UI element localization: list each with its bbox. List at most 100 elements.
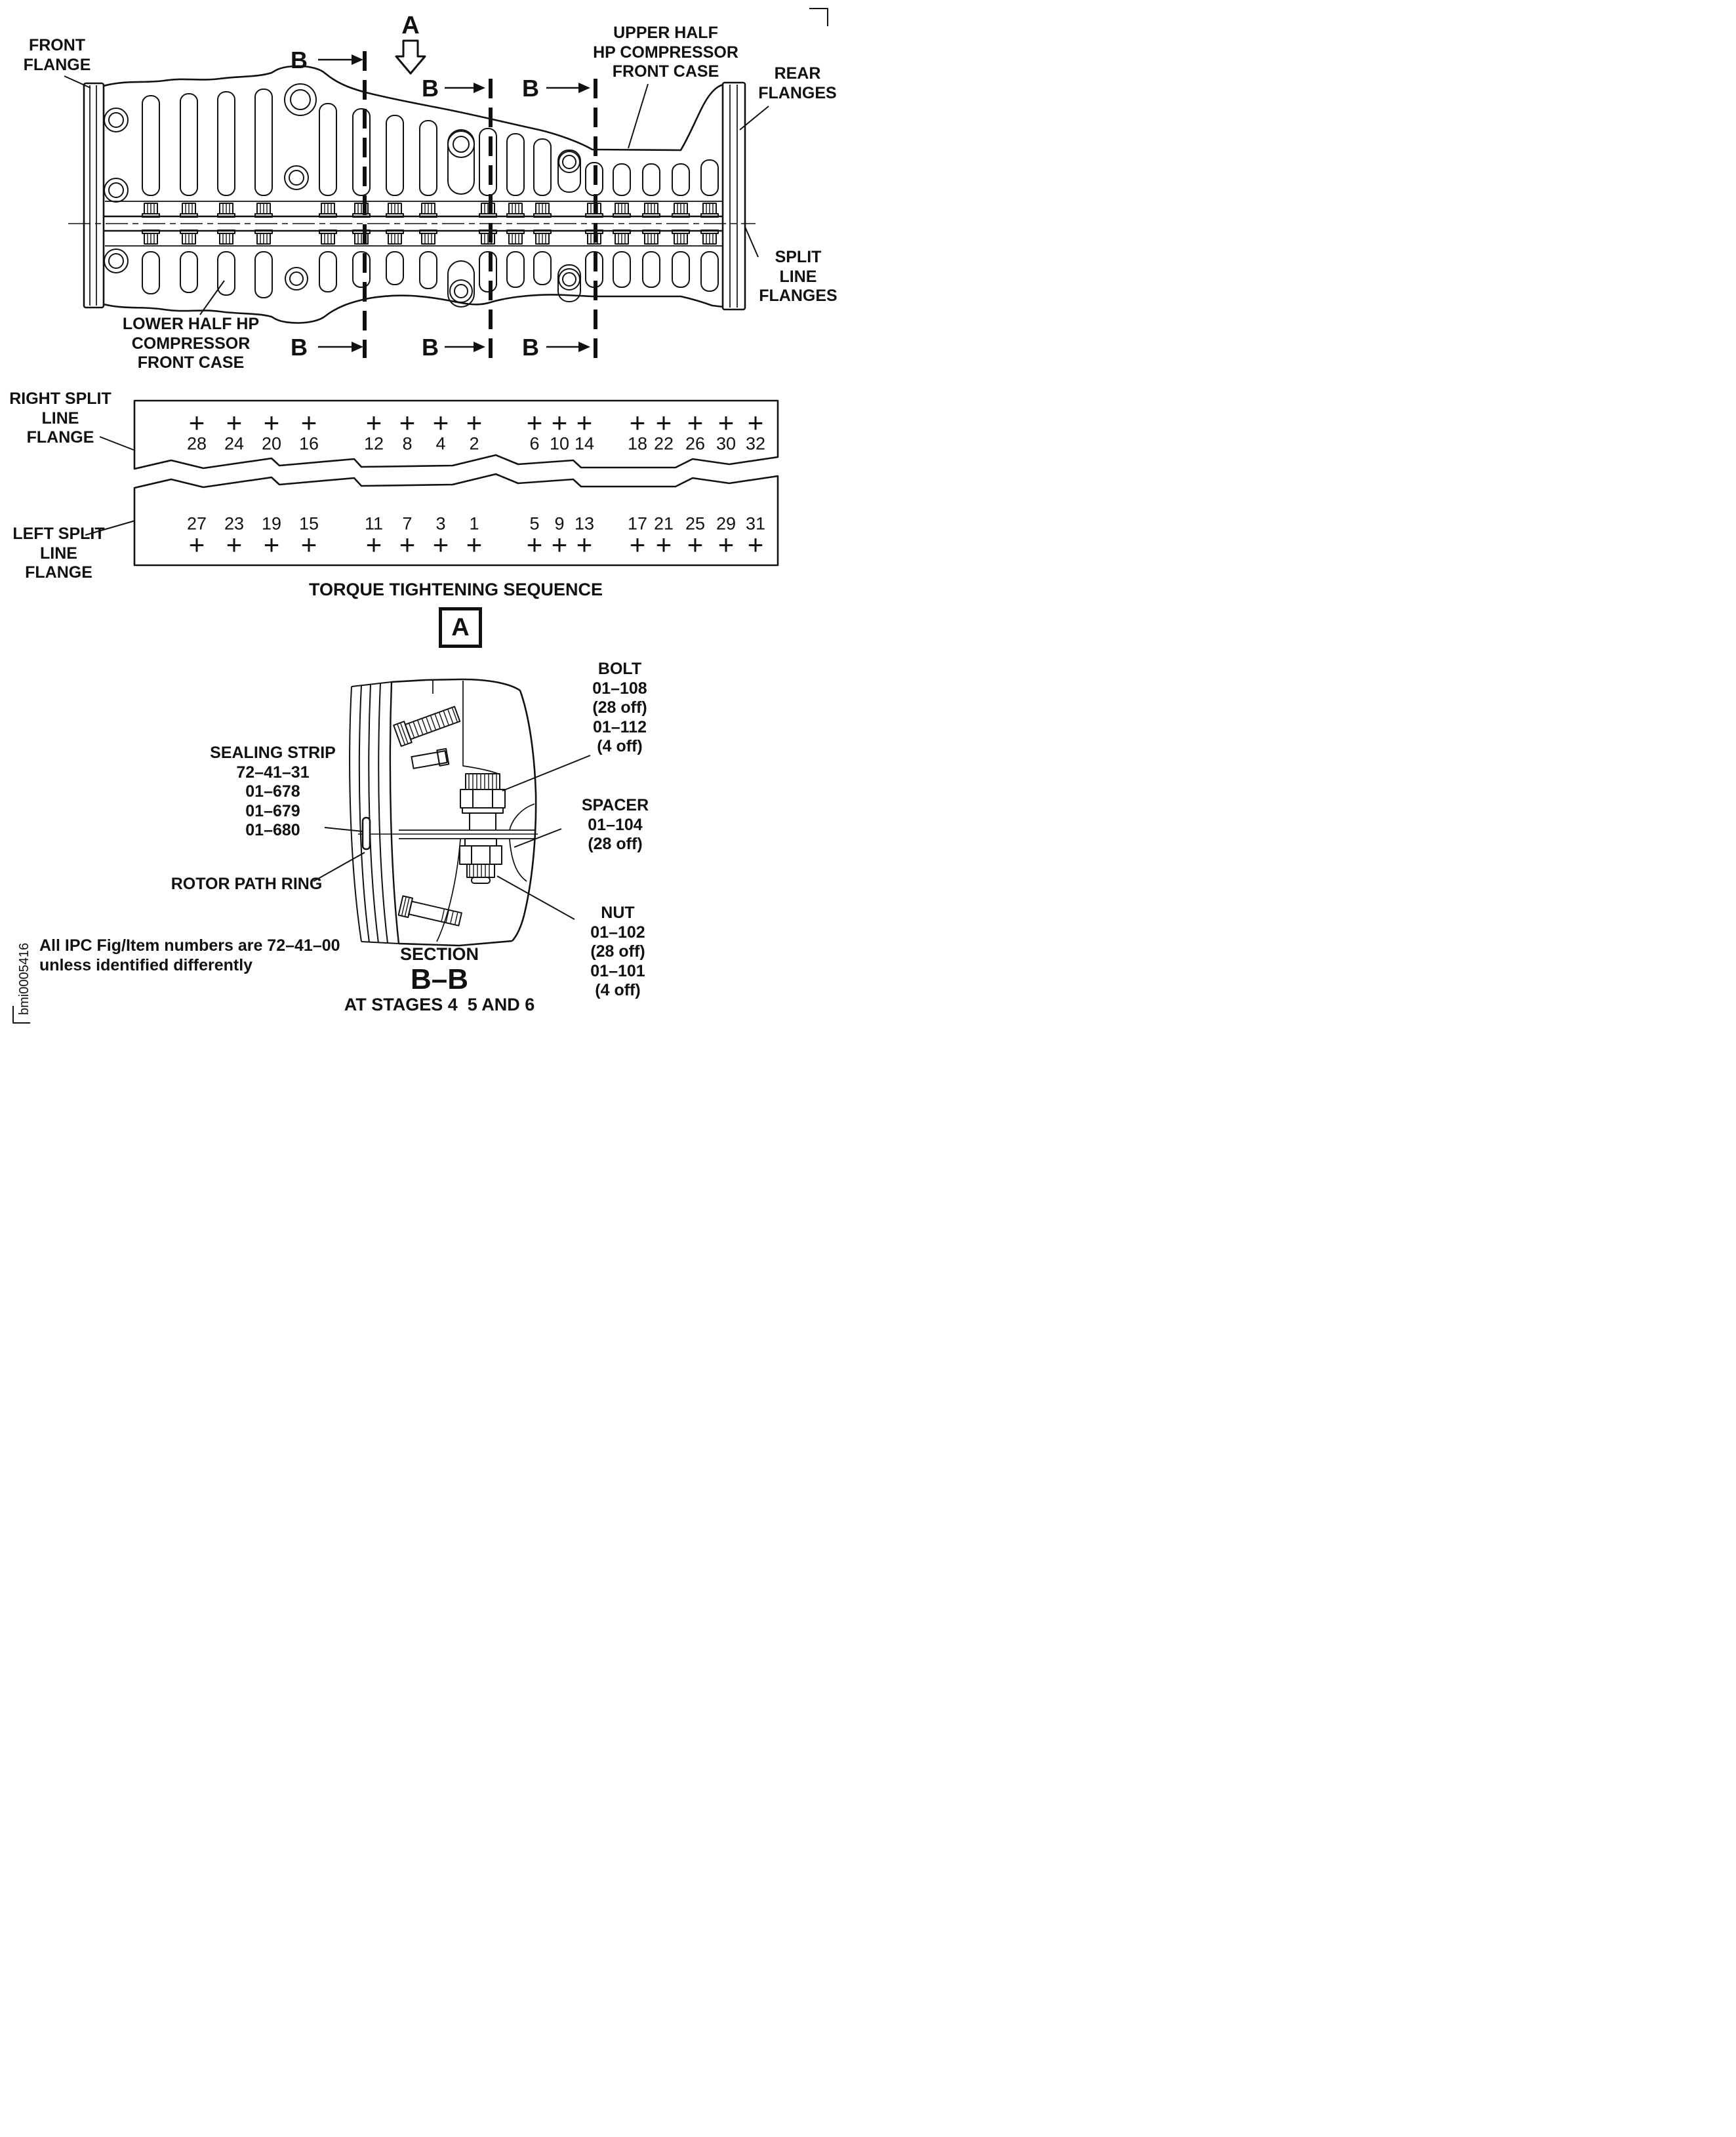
torque-number: 30	[716, 433, 737, 454]
plus-mark: +	[226, 529, 243, 560]
plus-mark: +	[629, 529, 646, 560]
leader-lines	[64, 75, 769, 920]
plus-mark: +	[188, 407, 205, 438]
plus-mark: +	[526, 407, 543, 438]
nut-label: NUT 01–102 (28 off) 01–101 (4 off)	[590, 904, 645, 999]
upper-half-label: UPPER HALF HP COMPRESSOR FRONT CASE	[593, 24, 738, 81]
rear-flange-shape	[721, 81, 746, 311]
section-b-marker: B	[522, 334, 539, 361]
torque-number: 26	[685, 433, 706, 454]
left-split-flange-label: LEFT SPLIT LINE FLANGE	[12, 525, 105, 582]
torque-number: 24	[224, 433, 245, 454]
flange-block	[358, 678, 538, 947]
top-right-corner-mark	[809, 8, 828, 26]
torque-number: 22	[653, 433, 674, 454]
torque-number: 1	[469, 513, 479, 534]
plus-mark: +	[263, 407, 280, 438]
section-b-marker: B	[522, 75, 539, 102]
section-cut-lines	[363, 51, 597, 358]
torque-number: 23	[224, 513, 245, 534]
torque-number: 21	[653, 513, 674, 534]
torque-number: 32	[745, 433, 766, 454]
torque-number: 5	[529, 513, 540, 534]
torque-number: 7	[402, 513, 413, 534]
plus-mark: +	[717, 529, 735, 560]
torque-number: 14	[574, 433, 595, 454]
torque-sequence-caption: TORQUE TIGHTENING SEQUENCE	[308, 580, 603, 599]
torque-number: 28	[186, 433, 207, 454]
document-id: bmi0005416	[17, 942, 31, 1015]
stud	[411, 748, 450, 769]
plus-mark: +	[747, 529, 764, 560]
torque-number: 18	[627, 433, 648, 454]
bolt-label: BOLT 01–108 (28 off) 01–112 (4 off)	[592, 660, 647, 755]
torque-marks: +28+24+20+16+12+8+4+2+6+10+14+18+22+26+3…	[0, 0, 868, 590]
section-a-arrow	[395, 39, 426, 75]
ipc-footnote: All IPC Fig/Item numbers are 72–41–00 un…	[39, 936, 340, 974]
plus-mark: +	[466, 529, 483, 560]
diagram-canvas	[12, 8, 828, 1024]
section-caption: SECTION B–B AT STAGES 4 5 AND 6	[315, 944, 564, 1015]
plus-mark: +	[300, 529, 317, 560]
nut-fastener	[459, 838, 502, 884]
bolt-fastener	[460, 773, 506, 830]
section-title: SECTION	[399, 944, 479, 964]
case-wall	[349, 681, 400, 944]
split-line-flanges-label: SPLIT LINE FLANGES	[759, 248, 838, 305]
plus-mark: +	[226, 407, 243, 438]
plus-mark: +	[576, 529, 593, 560]
plus-mark: +	[526, 529, 543, 560]
plus-mark: +	[188, 529, 205, 560]
torque-number: 10	[549, 433, 570, 454]
bottom-bolt	[397, 895, 462, 927]
sealing-strip-label: SEALING STRIP 72–41–31 01–678 01–679 01–…	[210, 744, 336, 839]
plus-mark: +	[655, 529, 672, 560]
plus-mark: +	[365, 407, 382, 438]
section-bb	[349, 678, 538, 947]
torque-number: 3	[435, 513, 446, 534]
left-split-flange-strip	[133, 473, 779, 567]
plus-mark: +	[576, 407, 593, 438]
plus-mark: +	[263, 529, 280, 560]
section-b-marker: B	[291, 334, 308, 361]
torque-number: 9	[554, 513, 565, 534]
plus-mark: +	[399, 407, 416, 438]
rear-flanges-label: REAR FLANGES	[758, 64, 837, 102]
plus-mark: +	[551, 529, 568, 560]
section-b-arrows	[318, 54, 590, 352]
boss-holes	[104, 83, 581, 308]
torque-number: 16	[298, 433, 319, 454]
lower-half-label: LOWER HALF HP COMPRESSOR FRONT CASE	[122, 315, 260, 372]
torque-number: 20	[261, 433, 282, 454]
torque-number: 27	[186, 513, 207, 534]
torque-number: 29	[716, 513, 737, 534]
plus-mark: +	[466, 407, 483, 438]
plus-mark: +	[432, 407, 449, 438]
corner-marks	[12, 8, 828, 1024]
plus-mark: +	[551, 407, 568, 438]
torque-number: 12	[363, 433, 384, 454]
split-line-rails	[68, 201, 756, 247]
figure-page: FRONT FLANGE A B B B B B B UPPER HALF HP…	[0, 0, 868, 1069]
right-split-flange-strip	[133, 399, 779, 470]
front-flange-shape	[83, 82, 105, 309]
front-flange-label: FRONT FLANGE	[23, 36, 91, 74]
torque-number: 6	[529, 433, 540, 454]
torque-number: 4	[435, 433, 446, 454]
plus-mark: +	[655, 407, 672, 438]
right-split-flange-label: RIGHT SPLIT LINE FLANGE	[9, 389, 111, 447]
plus-mark: +	[365, 529, 382, 560]
split-line-bolts	[142, 203, 719, 245]
torque-number: 19	[261, 513, 282, 534]
plus-mark: +	[747, 407, 764, 438]
section-name: B–B	[410, 963, 469, 995]
section-subtitle: AT STAGES 4 5 AND 6	[344, 995, 535, 1015]
spacer-label: SPACER 01–104 (28 off)	[581, 796, 649, 853]
torque-number: 17	[627, 513, 648, 534]
case-ribs	[142, 89, 719, 298]
plus-mark: +	[687, 407, 704, 438]
plus-mark: +	[687, 529, 704, 560]
section-b-marker: B	[291, 47, 308, 73]
detail-a-marker: A	[439, 607, 482, 648]
torque-number: 15	[298, 513, 319, 534]
